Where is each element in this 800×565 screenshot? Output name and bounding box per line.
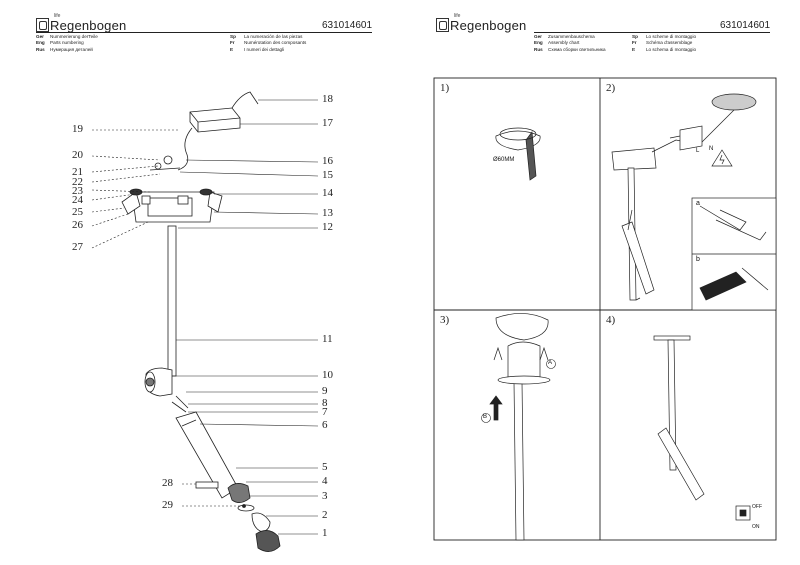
part-number-26: 26: [72, 219, 83, 231]
brand-logo: life Regenbogen: [436, 13, 527, 34]
part-number-1: 1: [322, 527, 328, 539]
part-number-23: 23: [72, 185, 83, 197]
part-number-20: 20: [72, 149, 83, 161]
part-number-24: 24: [72, 194, 83, 206]
wire-label-n: N: [709, 146, 714, 152]
part-number-11: 11: [322, 333, 333, 345]
panel-2-label: 2): [606, 82, 616, 94]
product-code: 631014601: [720, 20, 771, 31]
product-code: 631014601: [322, 20, 373, 31]
inset-b-label: b: [696, 256, 700, 263]
step-marker-b: B: [483, 414, 488, 420]
header-rule: [36, 32, 372, 33]
part-number-6: 6: [322, 419, 328, 431]
panel-4-label: 4): [606, 314, 616, 326]
part-number-22: 22: [72, 176, 83, 188]
part-number-9: 9: [322, 385, 328, 397]
part-number-19: 19: [72, 123, 83, 135]
part-number-8: 8: [322, 397, 328, 409]
part-number-21: 21: [72, 166, 83, 178]
part-number-18: 18: [322, 93, 333, 105]
part-number-15: 15: [322, 169, 333, 181]
brand-name: Regenbogen: [450, 17, 527, 33]
brand-name: Regenbogen: [50, 17, 127, 33]
part-number-7: 7: [322, 406, 328, 418]
part-number-4: 4: [322, 475, 328, 487]
part-number-5: 5: [322, 461, 328, 473]
part-number-29: 29: [162, 499, 173, 511]
part-number-12: 12: [322, 221, 333, 233]
step-marker-a: A: [548, 360, 553, 366]
part-number-14: 14: [322, 187, 333, 199]
part-number-28: 28: [162, 477, 173, 489]
header-rule: [534, 32, 770, 33]
inset-a-label: a: [696, 200, 700, 207]
switch-on-label: ON: [752, 524, 760, 530]
panel-1-label: 1): [440, 82, 450, 94]
brand-logo: life Regenbogen: [36, 13, 127, 34]
exploded-parts-diagram: [91, 91, 319, 552]
part-number-3: 3: [322, 490, 328, 502]
part-number-16: 16: [322, 155, 333, 167]
hole-diameter-label: Ø60MM: [493, 157, 515, 163]
part-number-25: 25: [72, 206, 83, 218]
panel-3-label: 3): [440, 314, 450, 326]
part-number-2: 2: [322, 509, 328, 521]
switch-off-label: OFF: [752, 504, 762, 510]
part-number-10: 10: [322, 369, 333, 381]
part-number-13: 13: [322, 207, 333, 219]
part-number-27: 27: [72, 241, 83, 253]
assembly-diagram: [433, 77, 777, 541]
wire-label-l: L: [696, 148, 700, 154]
part-number-17: 17: [322, 117, 333, 129]
